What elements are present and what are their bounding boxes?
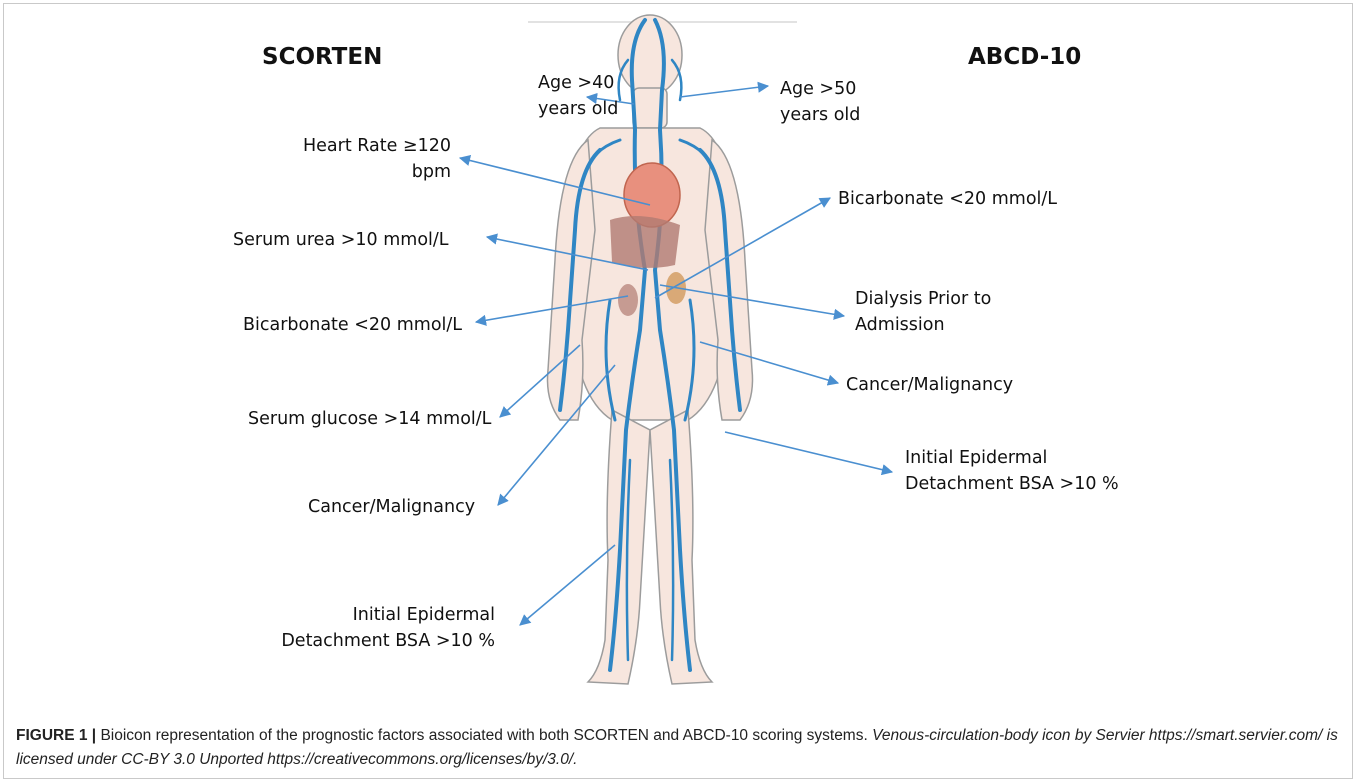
label-dialysis-line2: Admission bbox=[855, 312, 991, 338]
label-age-right-line2: years old bbox=[780, 102, 860, 128]
label-epidermal-left-line1: Initial Epidermal bbox=[277, 602, 495, 628]
label-age-left: Age >40 years old bbox=[538, 70, 618, 122]
caption-text: Bioicon representation of the prognostic… bbox=[96, 727, 872, 744]
label-cancer-right: Cancer/Malignancy bbox=[846, 372, 1013, 398]
label-glucose: Serum glucose >14 mmol/L bbox=[248, 406, 491, 432]
caption-figure-number: FIGURE 1 | bbox=[16, 727, 96, 744]
arrow-epidermal-left bbox=[520, 545, 615, 625]
label-epidermal-left-line2: Detachment BSA >10 % bbox=[277, 628, 495, 654]
label-epidermal-left: Initial Epidermal Detachment BSA >10 % bbox=[277, 602, 495, 654]
label-heart-rate-line2: bpm bbox=[298, 159, 451, 185]
label-dialysis-line1: Dialysis Prior to bbox=[855, 286, 991, 312]
label-epidermal-right: Initial Epidermal Detachment BSA >10 % bbox=[905, 445, 1119, 497]
label-urea: Serum urea >10 mmol/L bbox=[233, 227, 449, 253]
label-bicarbonate-left: Bicarbonate <20 mmol/L bbox=[243, 312, 462, 338]
liver-organ bbox=[610, 216, 680, 268]
label-dialysis: Dialysis Prior to Admission bbox=[855, 286, 991, 338]
label-epidermal-right-line1: Initial Epidermal bbox=[905, 445, 1119, 471]
header-scorten: SCORTEN bbox=[262, 44, 382, 70]
arrow-epidermal-right bbox=[725, 432, 892, 472]
label-bicarbonate-right: Bicarbonate <20 mmol/L bbox=[838, 186, 1057, 212]
label-age-right: Age >50 years old bbox=[780, 76, 860, 128]
header-abcd10: ABCD-10 bbox=[968, 44, 1081, 70]
label-heart-rate: Heart Rate ≥120 bpm bbox=[298, 133, 451, 185]
kidney-left bbox=[618, 284, 638, 316]
figure-caption: FIGURE 1 | Bioicon representation of the… bbox=[16, 724, 1346, 772]
label-age-left-line1: Age >40 bbox=[538, 70, 618, 96]
label-cancer-left: Cancer/Malignancy bbox=[308, 494, 475, 520]
label-age-left-line2: years old bbox=[538, 96, 618, 122]
label-age-right-line1: Age >50 bbox=[780, 76, 860, 102]
label-epidermal-right-line2: Detachment BSA >10 % bbox=[905, 471, 1119, 497]
arrow-age-right bbox=[680, 86, 768, 97]
label-heart-rate-line1: Heart Rate ≥120 bbox=[298, 133, 451, 159]
